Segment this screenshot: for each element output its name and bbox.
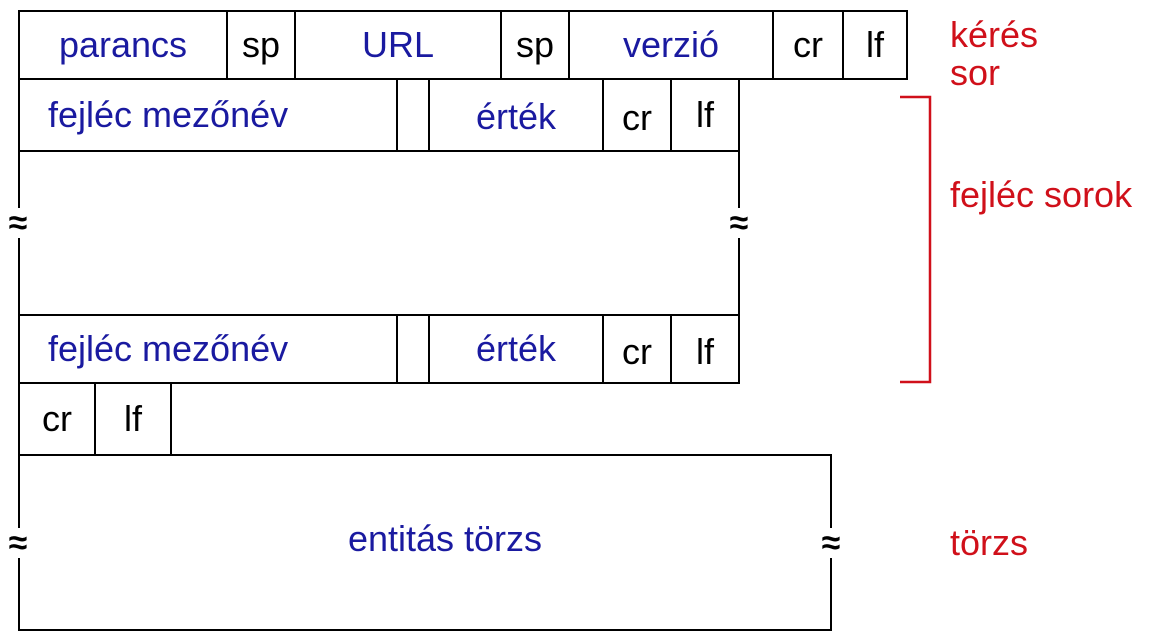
header-field-name-cell-1: fejléc mezőnév <box>18 78 398 152</box>
blank-line-cr-cell: cr <box>18 382 96 456</box>
break-symbol-right-body: ≈ <box>821 524 841 562</box>
blank-line-lf-cell: lf <box>94 382 172 456</box>
break-symbol-left-body: ≈ <box>8 524 28 562</box>
request-url-cell: URL <box>294 10 502 80</box>
header-lf-cell-2: lf <box>670 314 740 384</box>
request-cr-cell: cr <box>772 10 844 80</box>
break-symbol-right-headers: ≈ <box>729 204 749 242</box>
entity-body-text: entitás törzs <box>347 518 543 559</box>
header-field-name-cell-2: fejléc mezőnév <box>18 314 398 384</box>
body-label: törzs <box>950 522 1029 563</box>
request-lf-cell: lf <box>842 10 908 80</box>
request-line-label: kérés sor <box>950 16 1038 92</box>
header-lines-label: fejléc sorok <box>950 174 1133 215</box>
break-symbol-left-headers: ≈ <box>8 204 28 242</box>
request-line-label-text: kérés sor <box>950 14 1039 93</box>
